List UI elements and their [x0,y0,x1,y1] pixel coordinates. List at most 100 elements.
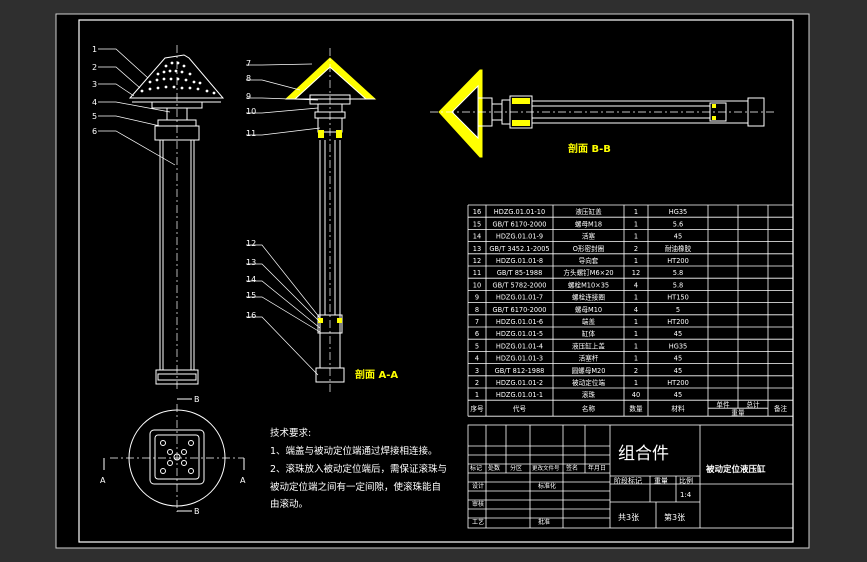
bom-cell: 方头螺钉M6×20 [563,268,613,277]
bom-cell: 滚珠 [582,390,596,399]
bom-cell: 端盖 [582,317,596,326]
tb-label: 标记 [470,464,482,472]
bom-cell: GB/T 812-1988 [495,367,545,375]
bom-cell: 导向套 [579,256,599,265]
tb-sheet-no: 第3张 [664,512,685,522]
bom-cell: 活塞杆 [579,354,599,363]
bom-cell: 1 [634,318,638,326]
bom-cell: 13 [473,245,481,253]
bom-cell: HDZG.01.01-4 [496,342,543,350]
bom-cell: 圆螺母M20 [572,366,606,375]
bom-cell: GB/T 6170-2000 [493,306,547,314]
bom-cell: 5 [676,306,680,314]
bom-cell: 螺栓连接圈 [572,293,605,302]
assembly-front-view [128,45,225,392]
tb-label: 更改文件号 [532,464,560,472]
bom-cell: 45 [674,233,682,241]
bom-cell: 5.8 [673,269,684,277]
bom-header: 代号 [513,404,527,413]
tb-scale-label: 比例 [679,476,693,485]
bom-cell: 1 [634,342,638,350]
bom-cell: 螺母M18 [575,219,602,228]
part-label: 4 [92,98,97,107]
bom-cell: HDZG.01.01-1 [496,391,543,399]
tech-title: 技术要求: [270,427,311,439]
bom-cell: 1 [634,379,638,387]
bom-cell: HDZG.01.01-3 [496,355,543,363]
tb-check: 审核 [472,500,484,508]
title-block [467,424,794,529]
bom-cell: HDZG.01.01-6 [496,318,543,326]
bom-cell: 45 [674,355,682,363]
leaders-mid [246,63,321,376]
part-label: 15 [246,291,256,300]
bom-cell: 9 [475,294,479,302]
bom-cell: 1 [475,391,479,399]
bom-cell: 1 [634,208,638,216]
bom-cell: 1 [634,330,638,338]
leaders-left [98,48,176,166]
bom-cell: 45 [674,330,682,338]
part-labels-left: 1 2 3 4 5 6 [92,45,97,136]
drawing-title: 被动定位液压缸 [706,464,766,475]
bom-header: 重量 [731,409,745,417]
drawing-name: 组合件 [618,444,669,464]
bom-cell: 11 [473,269,481,277]
part-label: 2 [92,63,97,72]
section-bb-view [430,69,775,158]
bom-cell: O形密封圈 [573,244,605,253]
bom-cell: 活塞 [582,232,596,241]
part-label: 5 [92,112,97,121]
bom-cell: 耐油橡胶 [665,244,692,253]
tb-stage-mark: 阶段标记 [614,476,642,485]
bom-cell: GB/T 3452.1-2005 [489,245,549,253]
tb-label: 年月日 [588,464,606,472]
bom-cell: HT200 [667,257,689,265]
bom-cell: HDZG.01.01-7 [496,294,543,302]
bom-cell: GB/T 85-1988 [497,269,543,277]
part-label: 16 [246,311,256,320]
bom-cell: 5.8 [673,281,684,289]
bom-header: 数量 [629,404,643,413]
bom-cell: HDZG.01.01-5 [496,330,543,338]
bom-cell: GB/T 5782-2000 [493,281,547,289]
bom-cell: HT150 [667,294,689,302]
section-bb-label: 剖面 B-B [568,142,611,155]
top-view [103,398,245,512]
marker-b-top: B [194,395,200,404]
bom-cell: 5 [475,342,479,350]
bom-cell: 液压缸上盖 [572,341,605,350]
bom-cell: 1 [634,294,638,302]
tech-line: 被动定位端之间有一定间隙，使滚珠能自 [270,481,441,493]
bom-cell: HG35 [669,342,687,350]
section-aa-view [284,48,377,392]
part-label: 14 [246,275,256,284]
marker-b-bottom: B [194,507,200,516]
part-label: 8 [246,74,251,83]
bom-header: 名称 [582,404,596,413]
bom-cell: 液压缸盖 [575,207,602,216]
bom-header: 材料 [671,404,685,413]
part-label: 9 [246,92,251,101]
bom-cell: HDZG.01.01-8 [496,257,543,265]
bom-header: 总计 [746,400,760,409]
part-label: 10 [246,107,256,116]
bom-header: 备注 [774,404,788,413]
bom-cell: 螺母M10 [575,305,602,314]
part-label: 11 [246,129,256,138]
sheet-background [55,13,810,549]
part-label: 12 [246,239,256,248]
bom-cell: 4 [634,306,638,314]
bom-cell: 7 [475,318,479,326]
bom-cell: 45 [674,391,682,399]
bom-cell: 1 [634,220,638,228]
bom-cell: HDZG.01.01-10 [494,208,545,216]
bom-cell: HG35 [669,208,687,216]
bom-cell: 12 [632,269,640,277]
title-block-text: 组合件 被动定位液压缸 标记 处数 分区 更改文件号 签名 年月日 设计 标准化… [470,444,766,526]
bom-cell: 缸体 [582,329,596,338]
tb-standardization: 标准化 [538,482,556,490]
part-label: 6 [92,127,97,136]
bom-cell: 1 [634,355,638,363]
